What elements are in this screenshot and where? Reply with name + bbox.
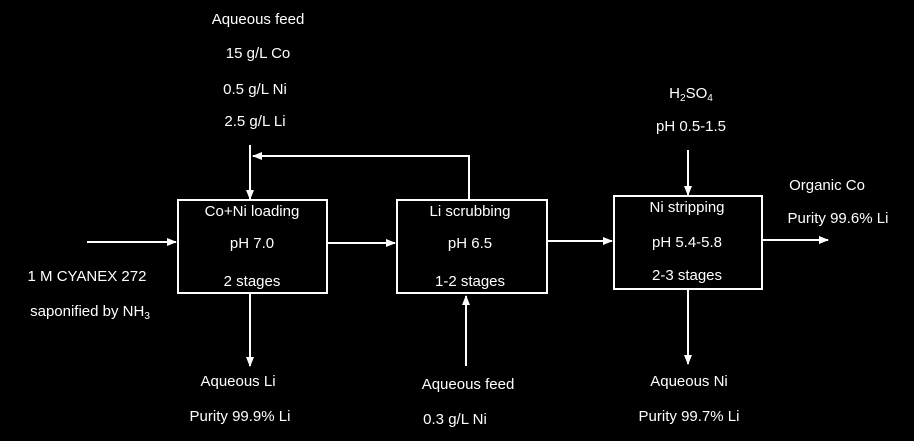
feed-ni: 0.5 g/L Ni <box>223 81 287 98</box>
stage-ph: pH 7.0 <box>229 235 275 252</box>
ni-out-purity: Purity 99.7% Li <box>638 408 740 425</box>
feed-title: Aqueous feed <box>211 11 305 28</box>
feed-co: 15 g/L Co <box>225 45 291 62</box>
feed-li: 2.5 g/L Li <box>224 113 286 130</box>
organic-title: Organic Co <box>789 177 865 194</box>
li-out-purity: Purity 99.9% Li <box>189 408 291 425</box>
stage-box-stripping: Ni stripping pH 5.4-5.8 2-3 stages <box>613 195 763 290</box>
stage-count: 2-3 stages <box>651 267 723 284</box>
stage-title: Ni stripping <box>649 199 725 216</box>
stage-count: 2 stages <box>223 273 281 290</box>
li-out-title: Aqueous Li <box>200 373 276 390</box>
arrow-recycle <box>252 152 470 200</box>
stage-title: Li scrubbing <box>429 203 511 220</box>
organic-purity: Purity 99.6% Li <box>787 210 889 227</box>
stage-box-scrubbing: Li scrubbing pH 6.5 1-2 stages <box>396 199 548 294</box>
acid-ph: pH 0.5-1.5 <box>655 118 727 135</box>
ni-out-title: Aqueous Ni <box>650 373 728 390</box>
stage-title: Co+Ni loading <box>204 203 300 220</box>
extractant-line1: 1 M CYANEX 272 <box>27 268 147 285</box>
scrub-feed-title: Aqueous feed <box>421 376 515 393</box>
extractant-line2: saponified by NH3 <box>30 303 150 322</box>
stage-count: 1-2 stages <box>434 273 506 290</box>
scrub-feed-ni: 0.3 g/L Ni <box>423 411 487 428</box>
stage-ph: pH 5.4-5.8 <box>651 234 723 251</box>
acid-formula: H2SO4 <box>669 85 713 104</box>
stage-ph: pH 6.5 <box>447 235 493 252</box>
stage-box-loading: Co+Ni loading pH 7.0 2 stages <box>177 199 328 294</box>
